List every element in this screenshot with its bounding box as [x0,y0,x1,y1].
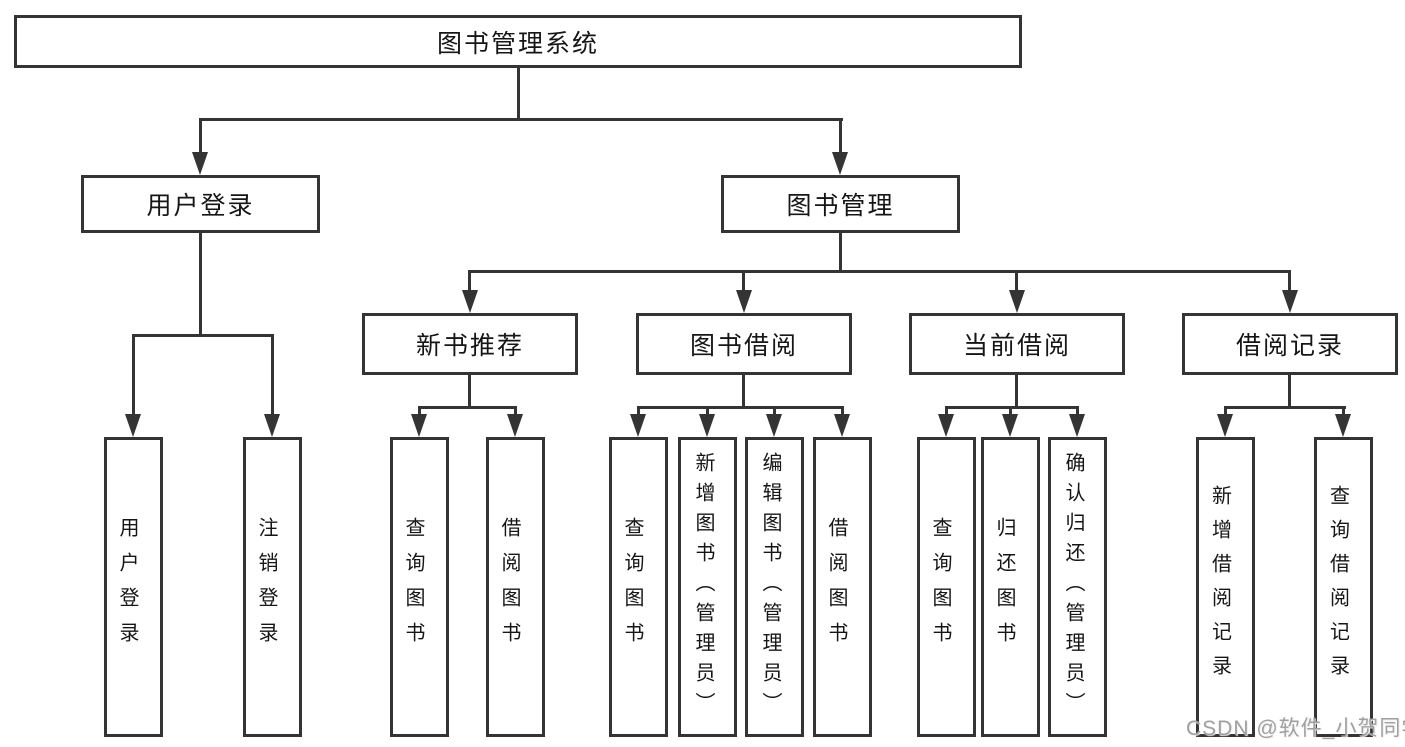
connector-line [517,68,520,121]
connector-line [839,233,842,273]
connector-line [514,406,517,416]
connector-line [132,334,135,416]
connector-line [1288,270,1291,292]
leaf-borrowing-edit-books-admin: 编辑图书（管理员） [745,437,804,737]
connector-line [199,118,202,154]
connector-line [773,406,776,416]
csdn-watermark: CSDN @软件_小贺同学 [1186,717,1405,740]
leaf-records-query-record: 查询借阅记录 [1314,437,1373,737]
connector-line [841,406,844,416]
leaf-borrowing-add-books-admin: 新增图书（管理员） [678,437,737,737]
node-book-management: 图书管理 [721,175,960,233]
connector-line [1288,375,1291,409]
leaf-borrowing-borrow-books: 借阅图书 [813,437,872,737]
arrowhead-down-icon [264,414,280,437]
node-new-book-recommendation: 新书推荐 [362,313,578,375]
leaf-recommend-query-books: 查询图书 [390,437,449,737]
leaf-borrowing-query-books: 查询图书 [609,437,668,737]
connector-line [1224,406,1346,409]
arrowhead-down-icon [1282,290,1298,313]
node-user-login: 用户登录 [81,175,320,233]
connector-line [418,406,421,416]
connector-line [271,334,274,416]
connector-line [742,270,745,292]
connector-line [706,406,709,416]
connector-line [468,375,471,409]
leaf-recommend-borrow-books: 借阅图书 [486,437,545,737]
connector-line [637,406,640,416]
arrowhead-down-icon [766,414,782,437]
connector-line [1342,406,1345,416]
node-borrowing-records: 借阅记录 [1182,313,1398,375]
connector-line [1009,406,1012,416]
arrowhead-down-icon [1002,414,1018,437]
connector-line [132,334,274,337]
arrowhead-down-icon [1069,414,1085,437]
arrowhead-down-icon [507,414,523,437]
connector-line [945,406,948,416]
leaf-logout: 注销登录 [243,437,302,737]
arrowhead-down-icon [462,290,478,313]
arrowhead-down-icon [1335,414,1351,437]
leaf-current-query-books: 查询图书 [917,437,976,737]
connector-line [742,375,745,409]
arrowhead-down-icon [736,290,752,313]
connector-line [468,270,471,292]
arrowhead-down-icon [938,414,954,437]
connector-line [418,406,517,409]
arrowhead-down-icon [834,414,850,437]
connector-line [637,406,844,409]
leaf-current-confirm-return-admin: 确认归还（管理员） [1048,437,1107,737]
node-book-borrowing: 图书借阅 [636,313,852,375]
connector-line [839,118,842,154]
arrowhead-down-icon [630,414,646,437]
node-current-borrowing: 当前借阅 [909,313,1125,375]
connector-line [199,233,202,337]
arrowhead-down-icon [832,152,848,175]
arrowhead-down-icon [411,414,427,437]
leaf-current-return-books: 归还图书 [981,437,1040,737]
connector-line [468,270,1291,273]
arrowhead-down-icon [125,414,141,437]
connector-line [945,406,1079,409]
connector-line [1015,375,1018,409]
arrowhead-down-icon [192,152,208,175]
arrowhead-down-icon [1217,414,1233,437]
arrowhead-down-icon [699,414,715,437]
connector-line [1076,406,1079,416]
leaf-user-login: 用户登录 [104,437,163,737]
leaf-records-add-record: 新增借阅记录 [1196,437,1255,737]
connector-line [1015,270,1018,292]
arrowhead-down-icon [1009,290,1025,313]
node-system-root: 图书管理系统 [14,15,1022,68]
connector-line [199,118,843,121]
connector-line [1224,406,1227,416]
